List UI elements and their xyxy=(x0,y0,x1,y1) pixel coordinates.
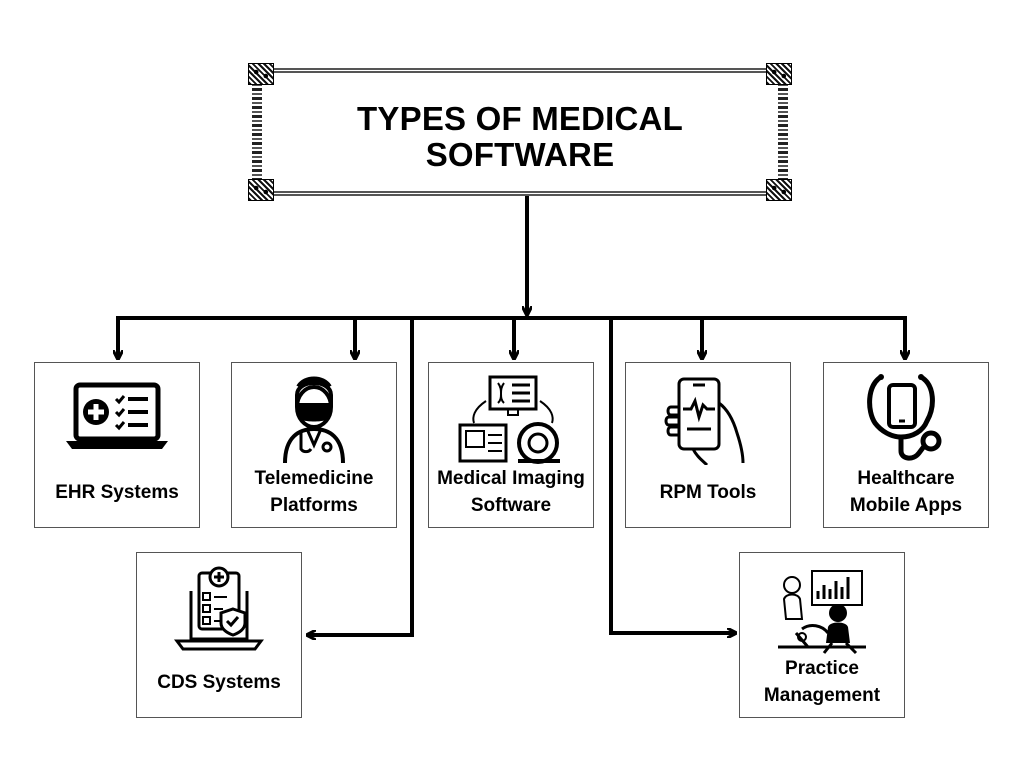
medical-imaging-scanner-icon xyxy=(429,371,593,467)
title-line-1: TYPES OF MEDICAL xyxy=(357,100,683,137)
node-rpm-tools: RPM Tools xyxy=(625,362,791,528)
laptop-medical-checklist-icon xyxy=(35,371,199,467)
frame-corner-ornament xyxy=(248,179,274,201)
person-at-desk-dashboard-icon xyxy=(740,561,904,657)
frame-ornament-right xyxy=(778,79,788,185)
node-telemedicine-platforms: Telemedicine Platforms xyxy=(231,362,397,528)
node-healthcare-mobile-apps: Healthcare Mobile Apps xyxy=(823,362,989,528)
laptop-clipboard-shield-icon xyxy=(137,561,301,657)
node-label: Telemedicine Platforms xyxy=(254,468,374,516)
frame-corner-ornament xyxy=(766,179,792,201)
stethoscope-phone-icon xyxy=(824,371,988,467)
title-box: TYPES OF MEDICAL SOFTWARE xyxy=(248,63,792,201)
node-label: Medical Imaging Software xyxy=(437,468,585,516)
title-line-2: SOFTWARE xyxy=(425,136,615,173)
branch-cds xyxy=(310,316,414,635)
node-cds-systems: CDS Systems xyxy=(136,552,302,718)
node-practice-management: Practice Management xyxy=(739,552,905,718)
doctor-with-mask-icon xyxy=(232,371,396,467)
node-label: RPM Tools xyxy=(659,482,757,503)
node-ehr-systems: EHR Systems xyxy=(34,362,200,528)
frame-corner-ornament xyxy=(248,63,274,85)
node-label: Practice Management xyxy=(763,658,881,706)
branch-practice xyxy=(609,316,733,633)
node-label: CDS Systems xyxy=(157,672,281,693)
frame-corner-ornament xyxy=(766,63,792,85)
node-label: EHR Systems xyxy=(55,482,179,503)
hand-holding-phone-heartbeat-icon xyxy=(626,371,790,467)
frame-ornament-left xyxy=(252,79,262,185)
node-label: Healthcare Mobile Apps xyxy=(849,468,963,516)
node-medical-imaging-software: Medical Imaging Software xyxy=(428,362,594,528)
diagram-title: TYPES OF MEDICAL SOFTWARE xyxy=(262,101,778,173)
